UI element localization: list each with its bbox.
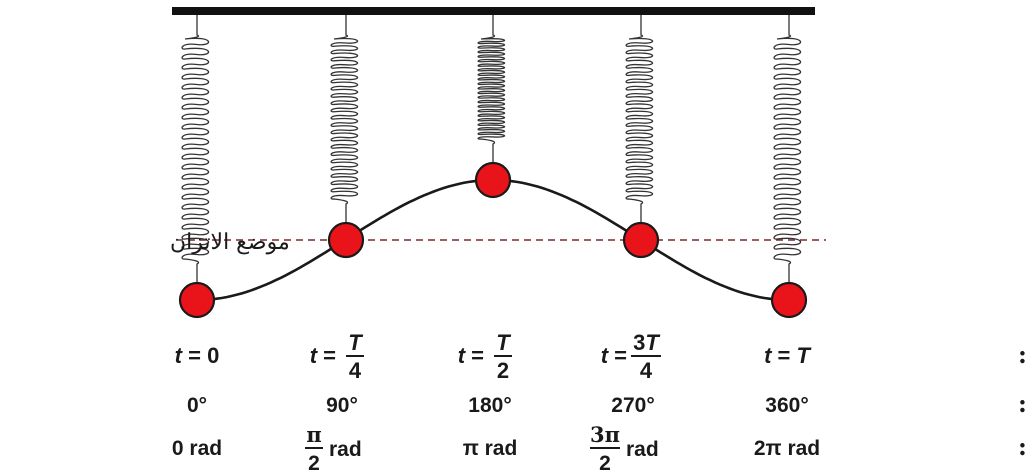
radians-cell-3: π rad [463, 437, 518, 460]
time-numerator: T [348, 330, 363, 355]
time-numerator: T [496, 330, 511, 355]
degrees-cell-2: 90° [326, 394, 358, 417]
radians-denominator: 2 [599, 452, 611, 473]
radians-row-label: الطور بالراديان : [1018, 432, 1030, 462]
value-table: t = 0 0° 0 rad t = T 4 90°π 2 rad t = T 2 180° π rad t… [172, 330, 820, 473]
radians-cell-1: 0 rad [172, 437, 222, 460]
radians-cell-4: 3π 2 rad [590, 422, 659, 473]
radians-expression: 2π rad [754, 437, 820, 460]
time-lhs: t = [458, 343, 484, 368]
mass-5 [772, 283, 806, 317]
time-lhs: t = [310, 343, 336, 368]
degrees-cell-5: 360° [765, 394, 808, 417]
time-cell-2: t = T 4 [310, 330, 364, 383]
time-denominator: 2 [497, 358, 509, 383]
radians-expression: 0 rad [172, 437, 222, 460]
spring-4 [626, 15, 652, 223]
degrees-row-label: الطور بالدرجات : [1018, 389, 1030, 419]
time-row-label: الزمن : [1018, 340, 1030, 370]
radians-cell-2: π 2 rad [305, 422, 362, 473]
time-denominator: 4 [640, 358, 653, 383]
time-cell-5: t = T [764, 343, 811, 368]
degrees-cell-1: 0° [187, 394, 207, 417]
spring-2 [331, 15, 357, 223]
radians-numerator: 3π [590, 422, 620, 447]
radians-numerator: π [306, 422, 321, 447]
spring-5 [774, 15, 800, 283]
time-cell-3: t = T 2 [458, 330, 512, 383]
time-cell-4: t =3T 4 [601, 330, 661, 383]
mass-3 [476, 163, 510, 197]
equilibrium-label: موضع الاتزان [170, 230, 290, 255]
mass-2 [329, 223, 363, 257]
time-expression: t = T [764, 343, 811, 368]
spring-3 [478, 15, 504, 163]
radians-expression: π rad [463, 437, 518, 460]
time-cell-1: t = 0 [175, 343, 220, 368]
time-numerator: 3T [633, 330, 660, 355]
degrees-cell-4: 270° [611, 394, 654, 417]
time-expression: t = 0 [175, 343, 220, 368]
time-lhs: t = [601, 343, 627, 368]
degrees-cell-3: 180° [468, 394, 511, 417]
mass-1 [180, 283, 214, 317]
radians-cell-5: 2π rad [754, 437, 820, 460]
time-denominator: 4 [349, 358, 362, 383]
ceiling-bar [172, 7, 815, 15]
radians-denominator: 2 [308, 452, 320, 473]
mass-4 [624, 223, 658, 257]
radians-unit: rad [626, 438, 659, 461]
radians-unit: rad [329, 438, 362, 461]
